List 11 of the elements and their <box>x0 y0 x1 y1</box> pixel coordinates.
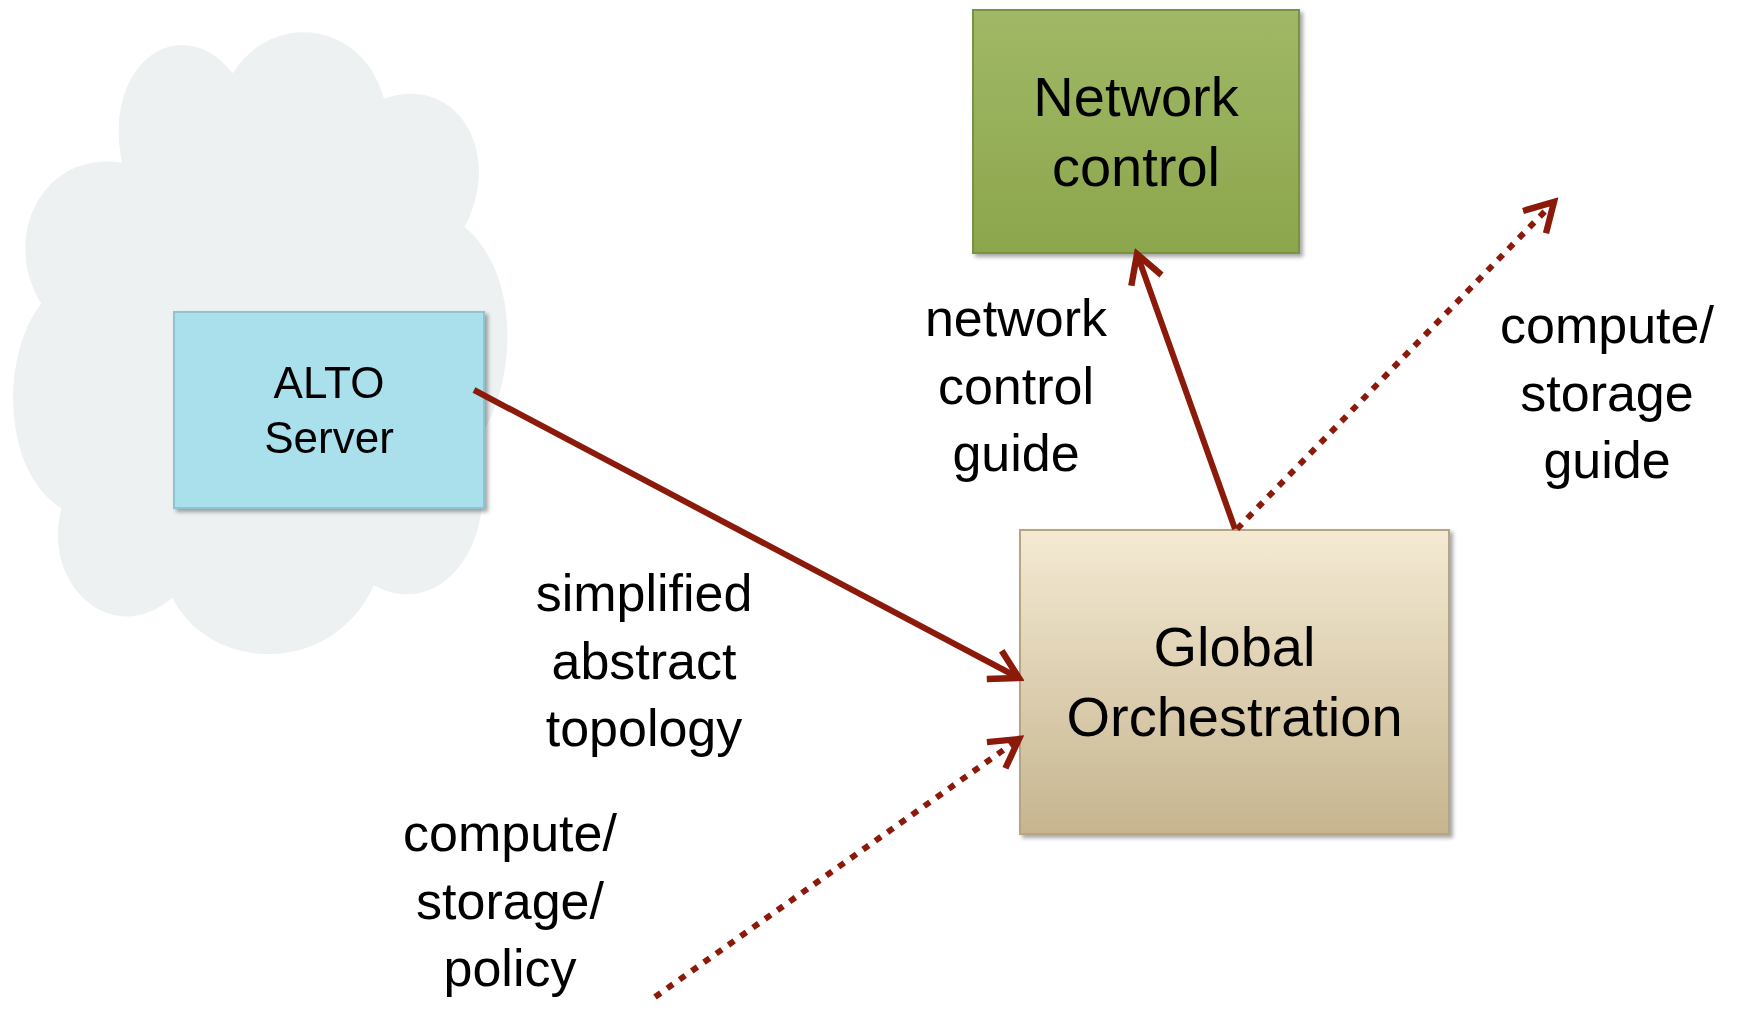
edge-label: network control guide <box>923 288 1109 485</box>
edge-label: simplified abstract topology <box>534 563 754 760</box>
dotted-arrow <box>1234 198 1558 532</box>
arrow <box>1128 250 1238 530</box>
process-box: Global Orchestration <box>1019 529 1450 835</box>
server-box: ALTO Server <box>173 311 485 509</box>
process-box: Network control <box>972 9 1300 254</box>
edge-label: compute/ storage/ policy <box>402 803 618 1000</box>
dotted-arrow <box>653 735 1023 1000</box>
edge-label: compute/ storage guide <box>1499 295 1715 492</box>
arrow <box>472 387 1023 683</box>
